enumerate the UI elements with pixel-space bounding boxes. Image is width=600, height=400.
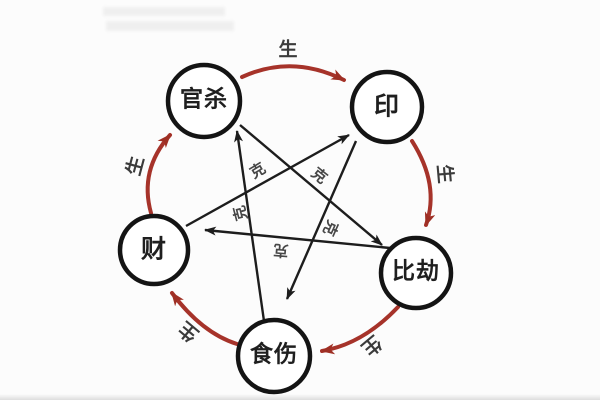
node-label-shishang: 食伤 <box>250 341 298 368</box>
photo-edge-shadow <box>0 394 600 400</box>
sheng-arrow-cai-guansha <box>145 133 172 215</box>
sheng-label-yin-bijie: 生 <box>432 163 457 185</box>
node-label-bijie: 比劫 <box>392 258 440 285</box>
ke-arrow-bijie-cai <box>204 226 391 250</box>
node-label-guansha: 官杀 <box>180 86 228 113</box>
sheng-arrow-guansha-yin <box>240 64 346 82</box>
watermark-line-1 <box>103 7 225 16</box>
node-label-cai: 财 <box>140 234 168 264</box>
ke-arrow-shishang-guansha <box>234 130 266 322</box>
sheng-arrow-yin-bijie <box>410 139 436 227</box>
ke-arrow-cai-yin <box>185 133 350 228</box>
node-circle-yin <box>349 69 425 145</box>
node-circle-shishang <box>235 317 313 395</box>
node-label-yin: 印 <box>373 91 401 121</box>
sheng-arrow-shishang-cai <box>170 291 239 346</box>
watermark-line-2 <box>106 21 234 31</box>
ke-arrow-guansha-bijie <box>239 124 383 246</box>
ke-label-bijie-cai: 克 <box>272 240 290 261</box>
sheng-arrow-bijie-shishang <box>320 305 400 355</box>
node-circle-cai <box>117 213 191 287</box>
ke-arrow-yin-shishang <box>285 140 358 300</box>
node-circle-guansha <box>165 62 243 140</box>
node-circle-bijie <box>378 235 454 311</box>
sheng-label-guansha-yin: 生 <box>278 38 298 61</box>
